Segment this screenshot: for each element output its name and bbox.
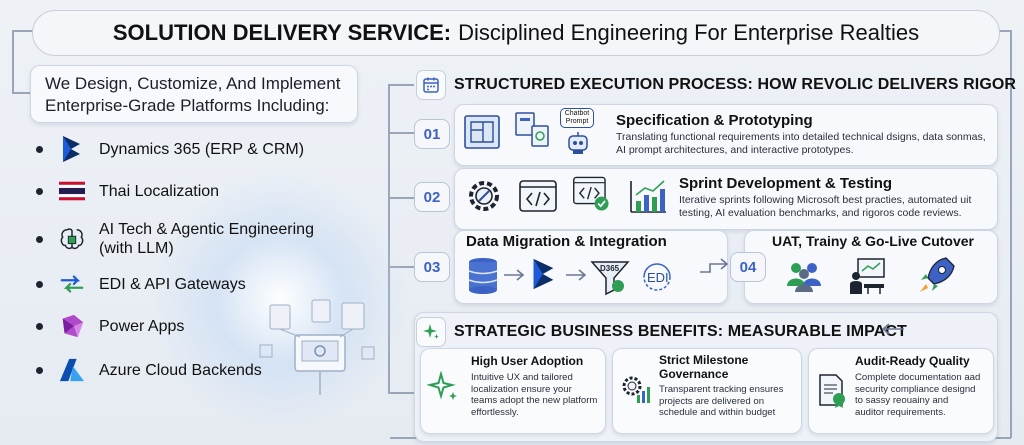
azure-icon — [59, 357, 85, 383]
benefit-card-governance: Strict Milestone Governance Transparent … — [612, 348, 802, 434]
sync-arrows-icon — [59, 271, 85, 297]
process-heading-text: STRUCTURED EXECUTION PROCESS: HOW REVOLI… — [454, 76, 1017, 93]
platform-item-ai: AI Tech & Agentic Engineering (with LLM) — [30, 217, 360, 261]
arrow-right-icon — [502, 268, 526, 287]
platform-label: Power Apps — [99, 317, 185, 335]
sparkle-icon — [416, 317, 446, 347]
platform-label: AI Tech & Agentic Engineering — [99, 221, 314, 238]
step-title: Specification & Prototyping — [616, 112, 813, 129]
dynamics-icon — [59, 136, 85, 162]
benefit-desc: Transparent tracking ensures projects ar… — [659, 384, 784, 418]
chatbot-prompt-bubble: Chatbot Prompt — [560, 108, 594, 128]
benefits-heading: STRATEGIC BUSINESS BENEFITS: MEASURABLE … — [416, 317, 907, 347]
arrow-right-icon — [564, 268, 588, 287]
bar-chart-icon — [628, 176, 668, 216]
device-cluster-decoration — [259, 299, 375, 395]
sparkle-icon — [426, 370, 461, 410]
presentation-training-icon — [848, 256, 888, 301]
platform-item-edi: EDI & API Gateways — [30, 267, 360, 301]
step-01: 01 Chatbot Prompt Specification & Protot… — [414, 104, 998, 166]
platform-item-thai: Thai Localization — [30, 174, 360, 208]
power-apps-icon — [59, 313, 85, 339]
platform-label: Azure Cloud Backends — [99, 361, 262, 379]
thai-flag-icon — [59, 178, 85, 204]
calendar-icon — [416, 70, 446, 100]
benefit-title: Strict Milestone Governance — [659, 353, 749, 381]
certificate-document-icon — [817, 373, 849, 414]
benefit-desc: Complete documentation aad security comp… — [855, 372, 981, 418]
step-03: 03 Data Migration & Integration D365 EDI — [414, 230, 728, 304]
step-desc: Translating functional requirements into… — [616, 131, 986, 156]
documents-icon — [512, 110, 552, 150]
edi-badge: EDI — [636, 260, 678, 294]
network-glow-decoration — [150, 170, 410, 430]
rocket-icon — [916, 254, 956, 301]
step-number: 01 — [414, 119, 450, 149]
platform-item-power-apps: Power Apps — [30, 309, 360, 343]
process-heading: STRUCTURED EXECUTION PROCESS: HOW REVOLI… — [416, 70, 1016, 100]
funnel-label: D365 — [600, 264, 620, 273]
platform-label-2: (with LLM) — [99, 240, 174, 257]
intro-line-2: Enterprise-Grade Platforms Including: — [45, 96, 330, 115]
gear-chart-icon — [619, 373, 653, 412]
database-icon — [466, 256, 500, 301]
benefit-card-adoption: High User Adoption Intuitive UX and tail… — [420, 348, 606, 434]
platform-item-azure: Azure Cloud Backends — [30, 353, 360, 387]
platform-label: Thai Localization — [99, 182, 220, 200]
code-check-icon — [572, 174, 612, 214]
step-03-card — [454, 230, 728, 304]
blueprint-icon — [462, 112, 502, 152]
benefit-card-audit: Audit-Ready Quality Complete documentati… — [808, 348, 994, 434]
benefit-title: High User Adoption — [471, 354, 584, 368]
step-title: Sprint Development & Testing — [679, 175, 893, 192]
gear-icon — [464, 176, 504, 216]
step-number: 02 — [414, 182, 450, 212]
benefit-title: Audit-Ready Quality — [855, 354, 970, 368]
step-number: 03 — [414, 252, 450, 282]
funnel-icon: D365 — [590, 256, 630, 296]
code-window-icon — [518, 176, 558, 216]
connector-arrow — [700, 258, 729, 273]
benefit-desc: Intuitive UX and tailored localization e… — [471, 372, 598, 418]
step-04: 04 UAT, Trainy & Go-Live Cutover — [730, 230, 998, 304]
benefits-heading-text: STRATEGIC BUSINESS BENEFITS: MEASURABLE … — [454, 323, 907, 340]
intro-card: We Design, Customize, And Implement Ente… — [30, 65, 358, 123]
ai-brain-icon — [59, 226, 85, 252]
intro-line-1: We Design, Customize, And Implement — [45, 74, 341, 93]
step-number: 04 — [730, 252, 766, 282]
title-rest: Disciplined Engineering For Enterprise R… — [458, 20, 920, 45]
users-group-icon — [784, 258, 824, 299]
platform-item-dynamics: Dynamics 365 (ERP & CRM) — [30, 132, 360, 166]
edi-label: EDI — [647, 270, 669, 285]
dynamics-logo-icon — [530, 254, 558, 299]
platform-label: Dynamics 365 (ERP & CRM) — [99, 140, 305, 158]
step-02: 02 Sprint Development & Testing Iterativ… — [414, 168, 998, 230]
robot-icon — [565, 130, 591, 161]
page-title: SOLUTION DELIVERY SERVICE: Disciplined E… — [32, 10, 1000, 56]
step-desc: Iterative sprints following Microsoft be… — [679, 194, 972, 219]
step-title: UAT, Trainy & Go-Live Cutover — [772, 233, 974, 249]
title-bold: SOLUTION DELIVERY SERVICE: — [112, 20, 452, 45]
step-title: Data Migration & Integration — [466, 233, 667, 250]
arrow-left-icon — [881, 323, 904, 335]
platform-label: EDI & API Gateways — [99, 275, 246, 293]
